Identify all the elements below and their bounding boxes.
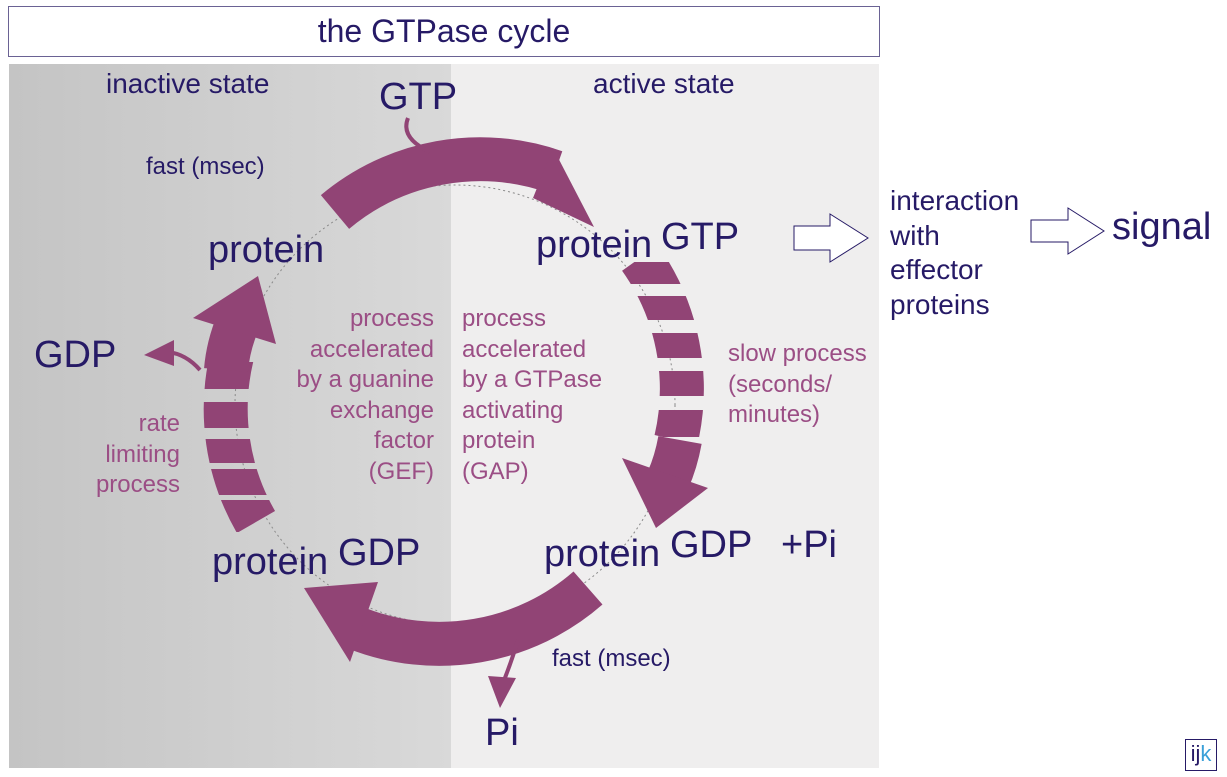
protein-gdp-left-nucleotide: GDP: [338, 532, 421, 574]
exchange-dashed-arc: [203, 362, 276, 532]
exchange-arrowhead: [193, 276, 276, 344]
gtp-input-curve: [404, 117, 431, 154]
slow-process-label: slow process(seconds/minutes): [728, 340, 867, 428]
fast-bottom-label: fast (msec): [552, 645, 671, 672]
signal-label: signal: [1112, 206, 1212, 248]
protein-gtp-nucleotide: GTP: [661, 216, 740, 258]
signal-arrow: [1030, 207, 1105, 255]
effector-arrow: [793, 213, 869, 263]
diagram-title: the GTPase cycle: [8, 6, 880, 57]
pi-output-arrowhead: [488, 676, 516, 708]
gdp-output-arrowhead: [144, 340, 174, 366]
activation-arrowhead: [533, 148, 594, 227]
protein-gtp-protein: protein: [536, 224, 653, 266]
active-state-label: active state: [593, 68, 735, 99]
inactive-state-label: inactive state: [106, 68, 270, 99]
activation-arc: [320, 137, 563, 230]
gdp-output-label: GDP: [34, 334, 117, 376]
fast-top-label: fast (msec): [146, 153, 265, 180]
pi-release-arrowhead: [304, 582, 378, 662]
hydrolysis-arc-lower: [647, 435, 702, 489]
gtp-input-label: GTP: [379, 76, 458, 118]
pi-release-arc: [347, 571, 603, 666]
pi-output-label: Pi: [485, 712, 519, 754]
plus-pi-label: +Pi: [781, 524, 837, 566]
ijk-logo: ijk: [1185, 739, 1217, 771]
free-protein-label: protein: [208, 229, 325, 271]
hydrolysis-arrowhead: [622, 458, 708, 528]
protein-gdp-right-nucleotide: GDP: [670, 524, 753, 566]
protein-gdp-right-protein: protein: [544, 533, 661, 575]
protein-gdp-left-protein: protein: [212, 541, 329, 583]
hydrolysis-dashed-arc: [621, 262, 704, 437]
